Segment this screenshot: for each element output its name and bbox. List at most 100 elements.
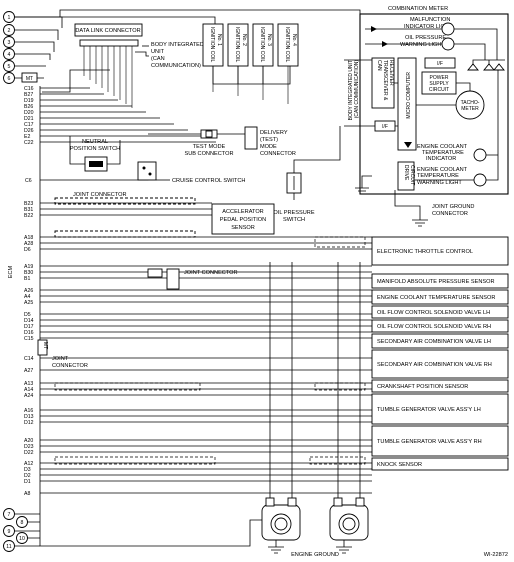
ecm-pin-label: B30 xyxy=(24,270,33,276)
connector-markers-bottom: 7 8 9 10 11 xyxy=(3,508,28,552)
ignition-coil-4: IGNITION COIL No. 4 xyxy=(277,23,299,67)
svg-text:SWITCH: SWITCH xyxy=(283,217,305,223)
connector-markers-top: 1 2 3 4 5 6 xyxy=(3,11,15,84)
connector-marker-8: 8 xyxy=(16,516,28,528)
component-box xyxy=(371,236,509,266)
svg-text:MALFUNCTION: MALFUNCTION xyxy=(410,17,450,23)
ecm-pin-label: D12 xyxy=(24,420,34,426)
svg-text:IGNITION COIL: IGNITION COIL xyxy=(259,27,265,63)
svg-text:UNIT: UNIT xyxy=(151,49,165,55)
svg-text:JOINT: JOINT xyxy=(52,356,69,362)
component-label: OIL FLOW CONTROL SOLENOID VALVE RH xyxy=(377,324,491,330)
accelerator-pedal-sensor: ACCELERATOR PEDAL POSITION SENSOR xyxy=(54,203,275,238)
svg-text:TRANSCEIVER &: TRANSCEIVER & xyxy=(382,60,388,101)
figure-id: WI-22872 xyxy=(484,552,508,558)
connector-marker-4: 4 xyxy=(3,48,15,60)
ecm-pin-label: D6 xyxy=(24,247,31,253)
component-box xyxy=(371,425,509,457)
ignition-coil-1: IGNITION COIL No. 1 xyxy=(202,23,224,67)
svg-text:JOINT CONNECTOR: JOINT CONNECTOR xyxy=(73,192,127,198)
svg-text:DRIVE: DRIVE xyxy=(403,165,409,181)
ecm-pin-label: D19 xyxy=(24,98,34,104)
body-integrated-unit-label: BODY INTEGRATED UNIT (CAN COMMUNICATION) xyxy=(135,42,204,69)
test-mode-sub-connector: TEST MODE SUB CONNECTOR xyxy=(148,129,245,157)
svg-text:No. 4: No. 4 xyxy=(291,34,297,46)
svg-text:METER: METER xyxy=(461,106,479,112)
svg-text:CONNECTOR: CONNECTOR xyxy=(260,151,296,157)
delivery-mode-connector: DELIVERY (TEST) MODE CONNECTOR xyxy=(244,126,296,157)
svg-text:7: 7 xyxy=(8,512,11,518)
component-label: MANIFOLD ABSOLUTE PRESSURE SENSOR xyxy=(377,279,495,285)
ecm-pin-label: A26 xyxy=(24,288,33,294)
connector-marker-2: 2 xyxy=(3,24,15,36)
svg-text:(TEST): (TEST) xyxy=(260,137,278,143)
data-link-connector: DATA LINK CONNECTOR xyxy=(74,23,143,108)
connector-marker-6: 6 xyxy=(3,72,15,84)
ecm-pin-label: A14 xyxy=(24,387,33,393)
ecm-pin-label: A19 xyxy=(24,264,33,270)
svg-text:WARNING LIGHT: WARNING LIGHT xyxy=(417,180,462,186)
ecm-pin-label: C14 xyxy=(24,356,34,362)
component-label: ENGINE COOLANT TEMPERATURE SENSOR xyxy=(377,295,495,301)
ecm-pin-label: D14 xyxy=(24,318,34,324)
connector-marker-7: 7 xyxy=(3,508,15,520)
svg-text:PEDAL POSITION: PEDAL POSITION xyxy=(220,217,266,223)
component-label: ELECTRONIC THROTTLE CONTROL xyxy=(377,249,473,255)
svg-text:CIRCUIT: CIRCUIT xyxy=(409,165,415,185)
component-label: OIL FLOW CONTROL SOLENOID VALVE LH xyxy=(377,310,490,316)
svg-text:TEST MODE: TEST MODE xyxy=(193,144,226,150)
ecm-pin-label: C16 xyxy=(24,86,34,92)
joint-connector-3: MT JOINT CONNECTOR xyxy=(37,339,88,369)
component-box xyxy=(371,457,509,471)
ecm-pin-label: A12 xyxy=(24,461,33,467)
svg-text:JOINT CONNECTOR: JOINT CONNECTOR xyxy=(184,270,238,276)
svg-text:SUPPLY: SUPPLY xyxy=(429,81,449,87)
svg-text:COMMUNICATION): COMMUNICATION) xyxy=(151,63,201,69)
ecm-block: ECM xyxy=(8,86,41,498)
svg-text:1: 1 xyxy=(8,15,11,21)
connector-marker-3: 3 xyxy=(3,36,15,48)
ecm-pin-label: A4 xyxy=(24,294,30,300)
svg-text:ENGINE GROUND: ENGINE GROUND xyxy=(291,552,339,558)
svg-text:BODY INTEGRATED: BODY INTEGRATED xyxy=(151,42,204,48)
svg-text:ENGINE COOLANT: ENGINE COOLANT xyxy=(417,167,468,173)
ecm-pin-label: C17 xyxy=(24,122,34,128)
svg-text:2: 2 xyxy=(8,28,11,34)
ecm-pin-label: A18 xyxy=(24,235,33,241)
svg-text:4: 4 xyxy=(8,52,11,58)
svg-text:ENGINE COOLANT: ENGINE COOLANT xyxy=(417,144,468,150)
svg-text:BODY INTEGRATED UNIT: BODY INTEGRATED UNIT xyxy=(348,60,354,120)
component-label: KNOCK SENSOR xyxy=(377,462,422,468)
svg-text:COMBINATION METER: COMBINATION METER xyxy=(388,6,448,12)
component-label: CRANKSHAFT POSITION SENSOR xyxy=(377,384,468,390)
component-label: SECONDARY AIR COMBINATION VALVE LH xyxy=(377,339,491,345)
svg-text:I/F: I/F xyxy=(382,124,388,130)
component-label: TUMBLE GENERATOR VALVE ASS'Y RH xyxy=(377,439,482,445)
svg-text:SUB CONNECTOR: SUB CONNECTOR xyxy=(184,151,233,157)
svg-text:JOINT GROUND: JOINT GROUND xyxy=(432,204,474,210)
svg-text:9: 9 xyxy=(8,529,11,535)
svg-text:IGNITION COIL: IGNITION COIL xyxy=(284,27,290,63)
svg-text:MT: MT xyxy=(26,76,33,82)
cruise-control-switch: CRUISE CONTROL SWITCH xyxy=(137,161,245,184)
ecm-pin-label: D17 xyxy=(24,324,34,330)
ecm-pin-label: D16 xyxy=(24,330,34,336)
svg-text:MT: MT xyxy=(42,342,48,349)
component-box xyxy=(371,349,509,379)
svg-text:OIL PRESSURE: OIL PRESSURE xyxy=(273,210,314,216)
ecm-pin-label: A28 xyxy=(24,241,33,247)
ignition-coils: IGNITION COIL No. 1 IGNITION COIL No. 2 … xyxy=(202,23,299,104)
svg-text:3: 3 xyxy=(8,40,11,46)
combination-meter: COMBINATION METER MALFUNCTION INDICATOR … xyxy=(344,6,509,227)
svg-text:CAN: CAN xyxy=(376,60,382,71)
svg-text:C6: C6 xyxy=(25,178,32,184)
svg-text:ECM: ECM xyxy=(8,265,14,278)
svg-text:INDICATOR: INDICATOR xyxy=(426,156,456,162)
svg-text:OIL PRESSURE: OIL PRESSURE xyxy=(405,35,446,41)
svg-text:INDICATOR LIGHT: INDICATOR LIGHT xyxy=(404,24,453,30)
ignition-coil-3: IGNITION COIL No. 3 xyxy=(252,23,274,67)
